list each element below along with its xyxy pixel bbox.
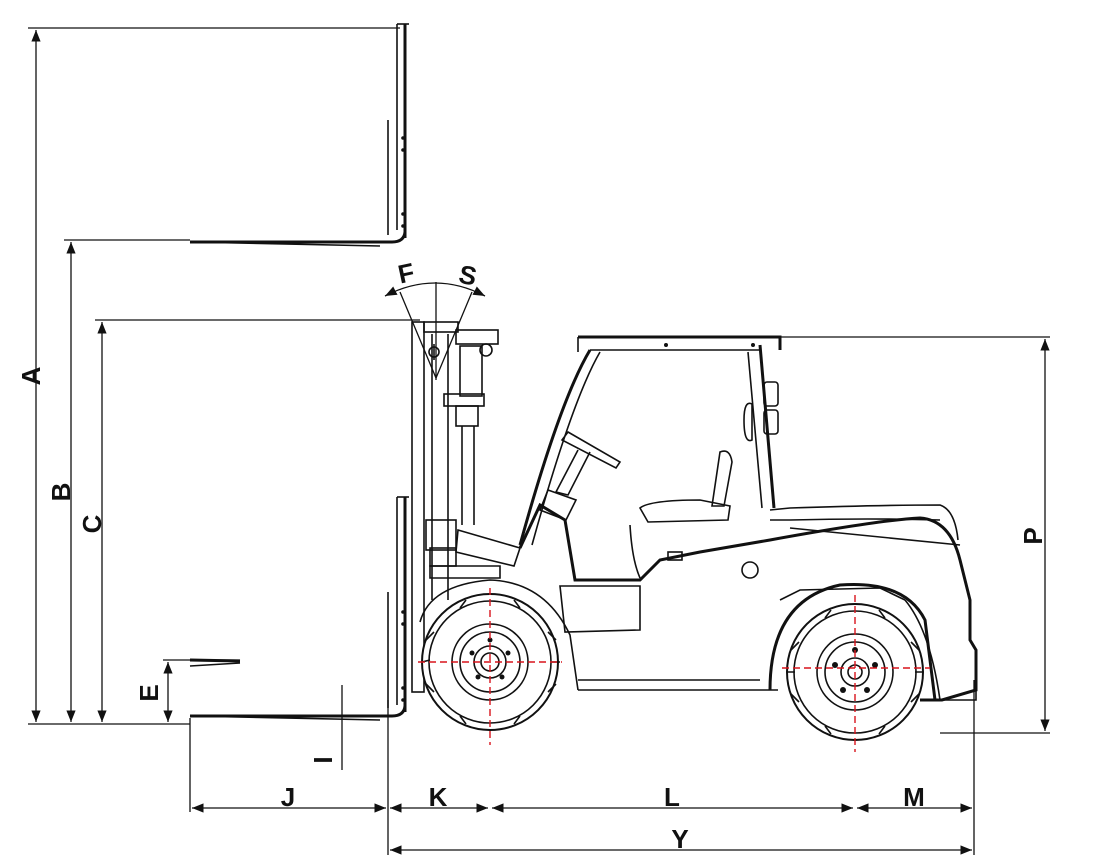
label-k: K	[429, 782, 448, 812]
mast	[411, 321, 522, 693]
label-l: L	[664, 782, 680, 812]
tilt-arc	[384, 282, 486, 297]
fork-raised	[189, 23, 409, 247]
label-j: J	[281, 782, 295, 812]
dimension-text-labels: A B C E I P F S J K L M Y	[16, 257, 1048, 854]
chassis-body	[419, 502, 978, 702]
label-y: Y	[671, 824, 688, 854]
label-c: C	[77, 514, 107, 533]
label-f: F	[395, 257, 417, 290]
fork-tip-detail	[189, 658, 241, 667]
label-p: P	[1018, 527, 1048, 544]
label-a: A	[16, 366, 46, 385]
label-e: E	[134, 684, 164, 701]
dimension-lines	[31, 30, 1050, 855]
label-s: S	[456, 259, 479, 292]
extension-lines	[28, 27, 1050, 855]
label-m: M	[903, 782, 925, 812]
overhead-guard	[518, 335, 782, 546]
fork-lowered	[189, 496, 409, 721]
label-i: I	[308, 756, 338, 763]
axle-centerlines	[418, 588, 930, 752]
label-b: B	[46, 483, 76, 502]
